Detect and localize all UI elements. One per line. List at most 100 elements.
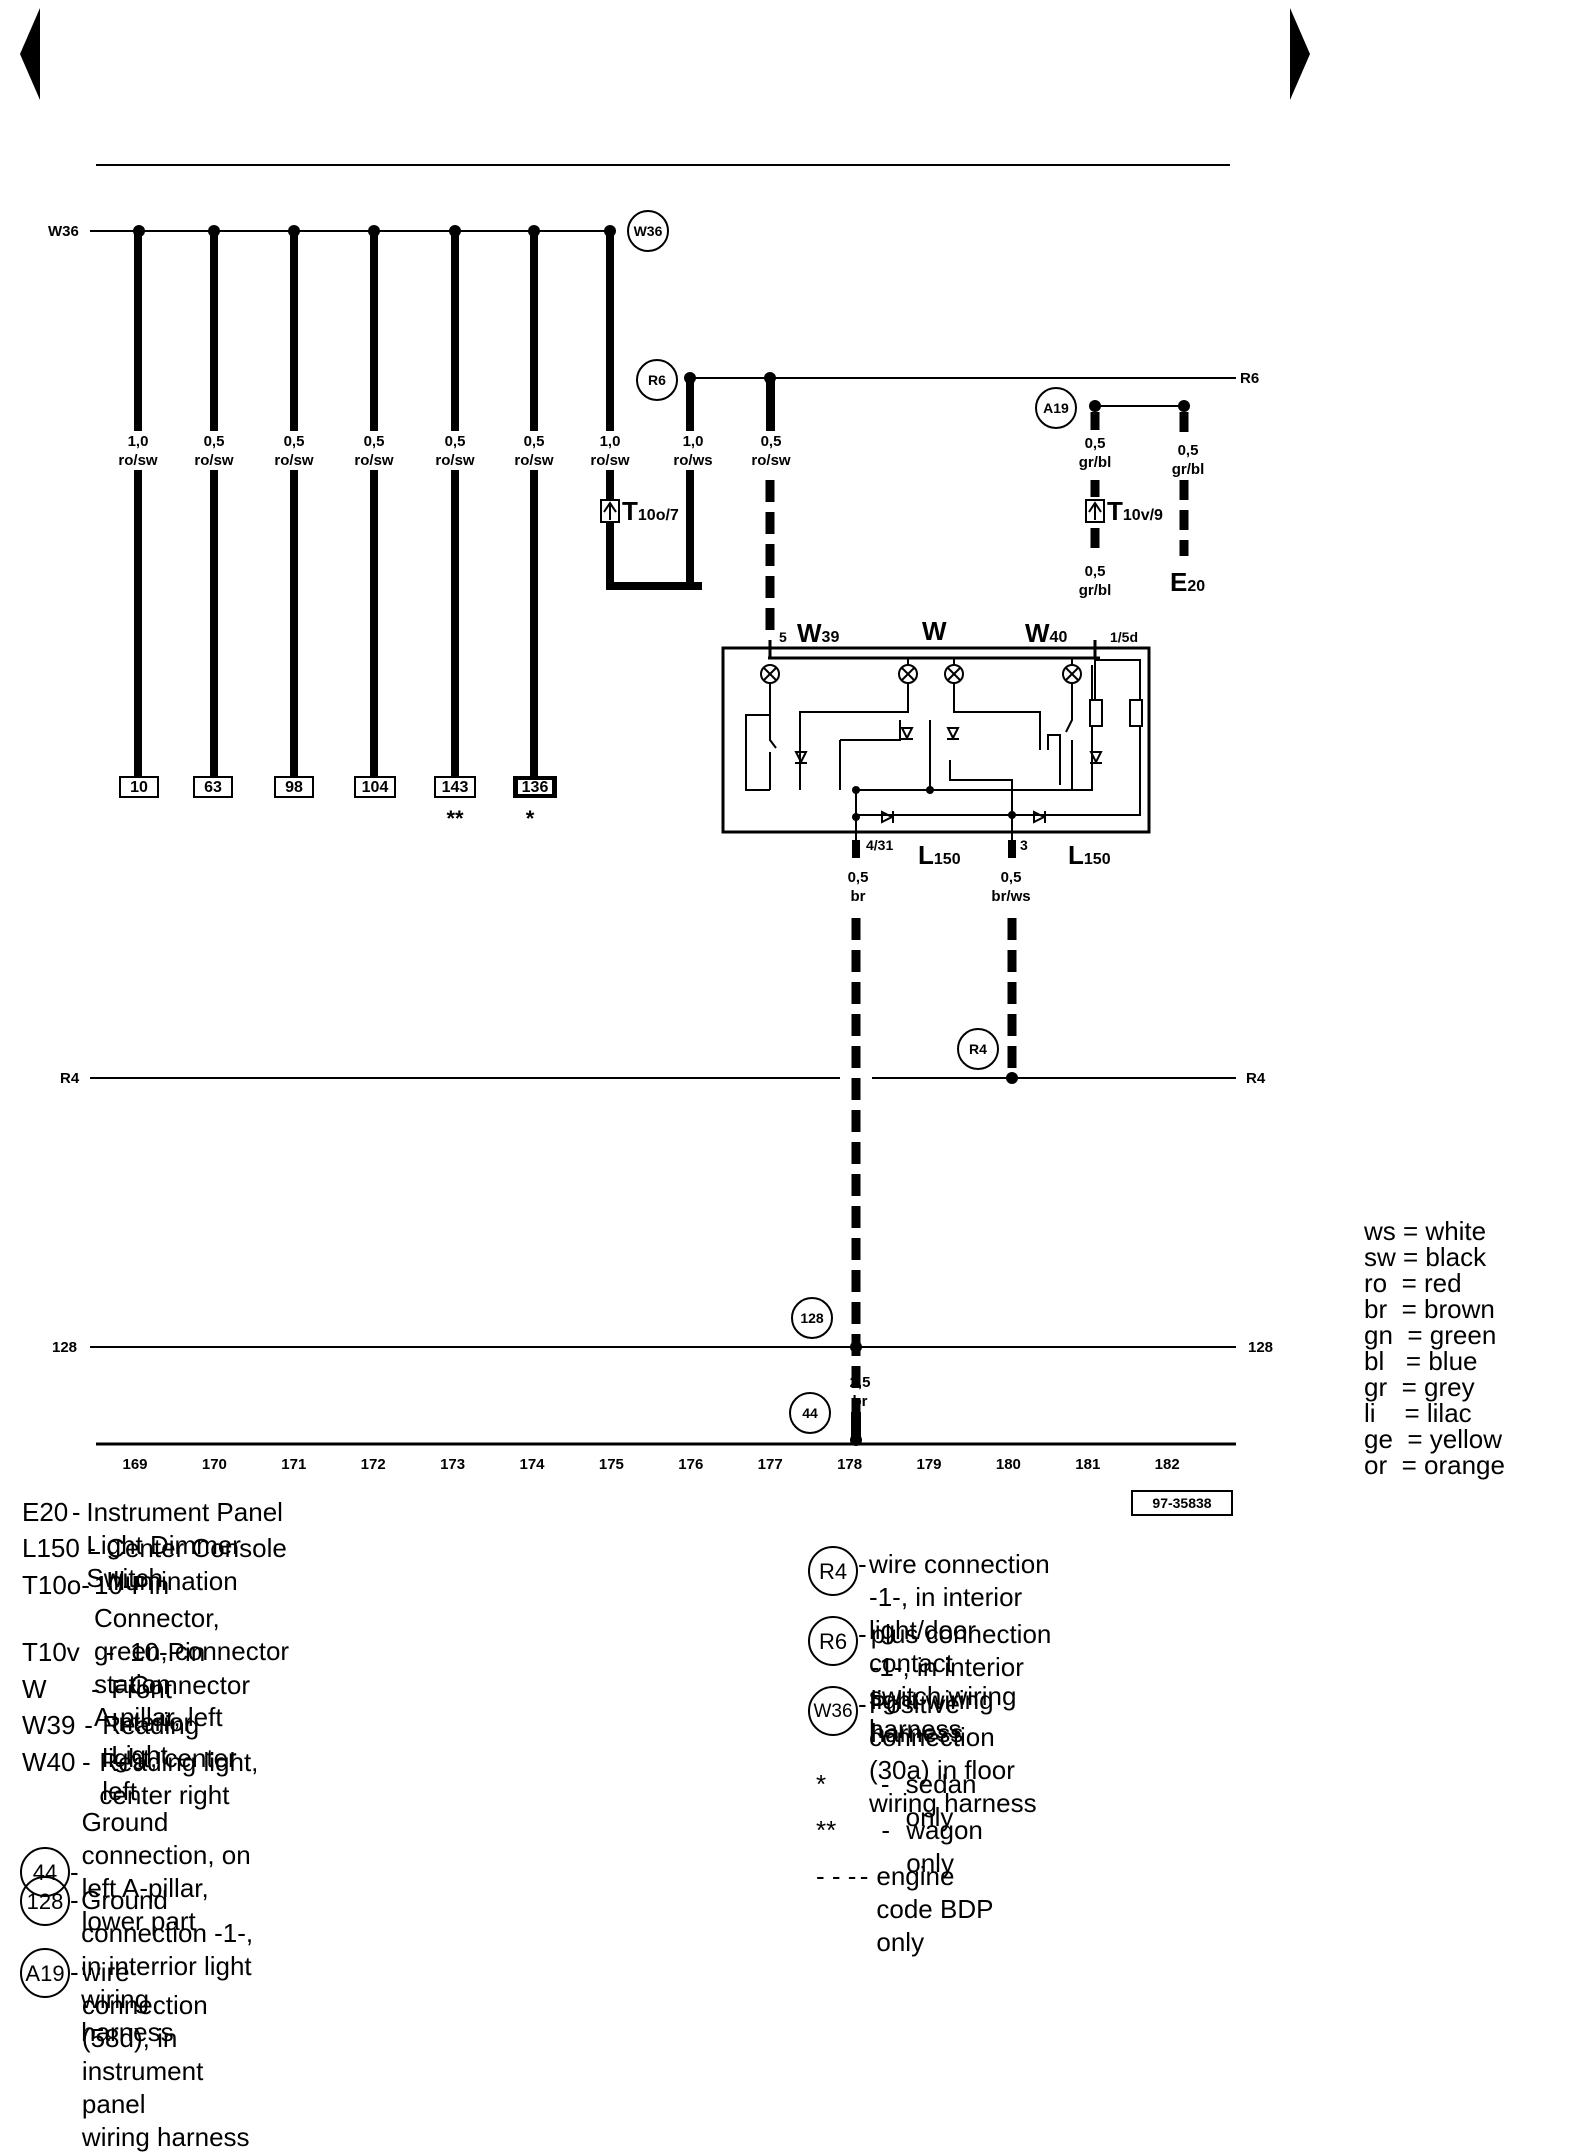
- wire-2-size: 0,5: [204, 433, 225, 450]
- column-number: 173: [440, 1456, 465, 1473]
- target-box-143: 143: [442, 779, 469, 796]
- column-number: 171: [281, 1456, 306, 1473]
- wire-3-color: ro/sw: [274, 452, 314, 469]
- color-code-row: gr = grey: [1364, 1372, 1475, 1402]
- color-code-row: sw = black: [1364, 1242, 1487, 1272]
- wire-w39-feed-upper: [766, 378, 775, 431]
- wire-1-color: ro/sw: [118, 452, 158, 469]
- w39-label: W39: [797, 618, 839, 648]
- column-number: 169: [122, 1456, 147, 1473]
- color-code-row: ws = white: [1364, 1216, 1487, 1246]
- t10o-sub: 10o/7: [638, 507, 679, 524]
- l150-a-label: L150: [918, 840, 961, 870]
- column-number: 174: [519, 1456, 545, 1473]
- r6-connection-circle: [636, 359, 678, 401]
- bus-label-r6-right: R6: [1240, 370, 1259, 387]
- wiring-diagram: W36 W36 1,0 ro/sw 0,5 ro/sw 0,5 ro/s: [20, 8, 1310, 1516]
- wire-labels: 1,0 ro/sw 0,5 ro/sw 0,5 ro/sw 0,5 ro/sw …: [118, 433, 791, 469]
- color-code-row: br = brown: [1364, 1294, 1495, 1324]
- legend-row-w40: W40-Reading light, center right: [22, 1747, 259, 1810]
- t10v-main: T: [1107, 496, 1123, 526]
- wire-4-color: ro/sw: [354, 452, 394, 469]
- l150-wire-color: br: [851, 888, 866, 905]
- resistor-icon: [1089, 699, 1103, 727]
- r6-circle-label: R6: [648, 372, 666, 388]
- a19-wire-2-size: 0,5: [1178, 442, 1199, 459]
- wire-7-size: 1,0: [600, 433, 621, 450]
- wagon-only-mark: **: [446, 806, 464, 831]
- l150-b-label: L150: [1068, 840, 1111, 870]
- svg-text:T10v/9: T10v/9: [1107, 496, 1163, 526]
- wire-3-size: 0,5: [284, 433, 305, 450]
- wire-ro-ws-upper: [686, 378, 694, 431]
- interior-light-box: [721, 640, 1151, 840]
- legend-row-wagon: **-wagon only: [816, 1815, 983, 1878]
- column-number: 179: [916, 1456, 941, 1473]
- color-code-row: bl = blue: [1364, 1346, 1478, 1376]
- l150-a-pin: 4/31: [866, 837, 893, 853]
- target-box-104: 104: [362, 779, 389, 796]
- column-number: 182: [1155, 1456, 1180, 1473]
- legend-row-g44: 44-Ground connection, on left A-pillar, …: [20, 1806, 269, 1938]
- w36-wires: [133, 225, 702, 777]
- g128-connection-circle: [791, 1297, 833, 1339]
- a19-wire-2-color: gr/bl: [1172, 461, 1205, 478]
- column-number: 178: [837, 1456, 862, 1473]
- wire-5-size: 0,5: [445, 433, 466, 450]
- w36-connection-circle: [627, 210, 669, 252]
- column-number: 170: [202, 1456, 227, 1473]
- legend-row-t10o: T10o-10-Pin Connector, green, connector …: [22, 1570, 290, 1732]
- svg-text:T10o/7: T10o/7: [622, 496, 679, 526]
- wire-4-size: 0,5: [364, 433, 385, 450]
- column-number: 176: [678, 1456, 703, 1473]
- legend-row-l150: L150-Center Console Illumination: [22, 1533, 287, 1596]
- target-boxes: 10 63 98 104 143 136: [119, 776, 557, 798]
- a19-wire-3-size: 0,5: [1085, 563, 1106, 580]
- legend-row-w: W-Front Interior Light: [22, 1674, 193, 1770]
- bus-label-w36-left: W36: [48, 223, 79, 240]
- resistor-icon: [1129, 699, 1143, 727]
- column-number: 172: [361, 1456, 386, 1473]
- w39-pin: 5: [779, 629, 787, 645]
- legend-row-sedan: *-sedan only: [816, 1769, 977, 1832]
- bus-label-r4-left: R4: [60, 1070, 80, 1087]
- color-code-row: ro = red: [1364, 1268, 1462, 1298]
- wire-7-color: ro/sw: [590, 452, 630, 469]
- column-number: 180: [996, 1456, 1021, 1473]
- color-code-row: gn = green: [1364, 1320, 1497, 1350]
- color-code-row: or = orange: [1364, 1450, 1505, 1480]
- legend-row-w36: W36-Positive connection (30a) in floor w…: [808, 1686, 1058, 1820]
- legend-row-a19: A19-wire connection (58d), in instrument…: [20, 1948, 262, 2154]
- target-box-63: 63: [204, 779, 222, 796]
- triangle-left-icon[interactable]: [20, 8, 40, 100]
- triangle-right-icon[interactable]: [1290, 8, 1310, 100]
- target-box-98: 98: [285, 779, 303, 796]
- w40-label: W40: [1025, 618, 1067, 648]
- a19-wire-3-color: gr/bl: [1079, 582, 1112, 599]
- t10o-connector: T10o/7: [600, 496, 679, 526]
- column-number: 177: [758, 1456, 783, 1473]
- r4-wire-size: 0,5: [1001, 869, 1022, 886]
- a19-connection-circle: [1035, 387, 1077, 429]
- l150-wire-size: 0,5: [848, 869, 869, 886]
- color-code-row: ge = yellow: [1364, 1424, 1503, 1454]
- w-label: W: [922, 616, 947, 646]
- legend-row-t10v: T10v-10-Pin Connector: [22, 1637, 250, 1700]
- t10v-connector: T10v/9: [1085, 496, 1163, 526]
- wire-1-size: 1,0: [128, 433, 149, 450]
- a19-circle-label: A19: [1043, 400, 1069, 416]
- legend-row-e20: E20-Instrument Panel Light Dimmer Switch: [22, 1497, 283, 1593]
- a19-wire-1-size: 0,5: [1085, 435, 1106, 452]
- t10o-main: T: [622, 496, 638, 526]
- g128-circle-label: 128: [800, 1310, 824, 1326]
- r4-connection-circle: [957, 1028, 999, 1070]
- l150-b-pin: 3: [1020, 837, 1028, 853]
- g44-connection-circle: [789, 1392, 831, 1434]
- r4-circle-label: R4: [969, 1041, 987, 1057]
- ground-wire-color: br: [853, 1393, 868, 1410]
- wire-2-color: ro/sw: [194, 452, 234, 469]
- bulb-icon-w-right: [944, 664, 964, 684]
- ground-wire-size: 2,5: [850, 1374, 871, 1391]
- sedan-only-mark: *: [526, 806, 535, 831]
- wire-8-size: 1,0: [683, 433, 704, 450]
